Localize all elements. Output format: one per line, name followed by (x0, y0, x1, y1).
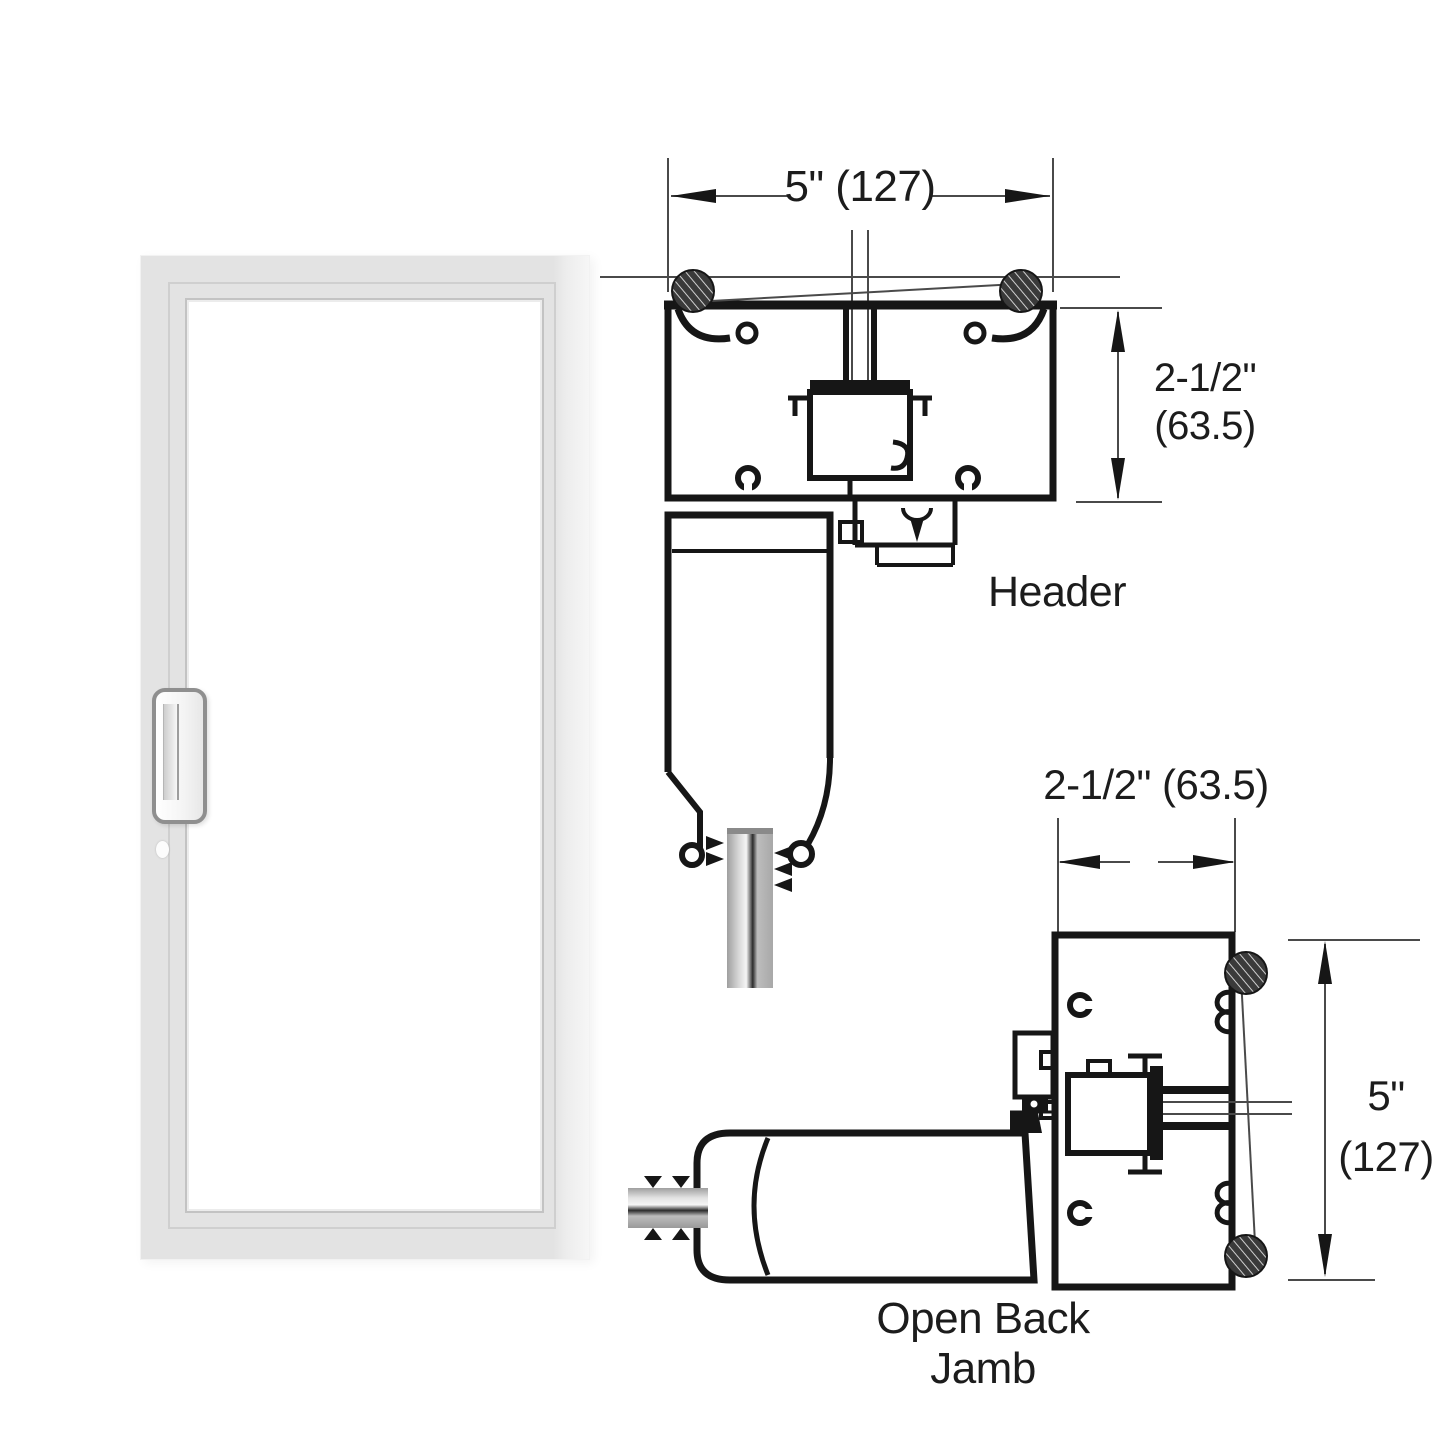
jamb-label: Open Back Jamb (876, 1294, 1090, 1393)
dim-arrow-right (1005, 189, 1050, 203)
gasket-seal (999, 269, 1043, 313)
door-product-image (140, 255, 590, 1260)
stile-jamb-connector (1010, 1030, 1056, 1133)
door-stile-tube (693, 1129, 1038, 1284)
header-profile-outline (664, 301, 1057, 502)
header-height-inches: 2-1/2" (1153, 356, 1257, 400)
header-label: Header (987, 568, 1127, 616)
jamb-height-inches: 5" (1367, 1072, 1405, 1119)
gasket-seal (1224, 951, 1268, 995)
glass-unit-horizontal (628, 1176, 708, 1240)
swing-arrow (910, 518, 924, 542)
door-leaf-top-rail (664, 511, 834, 892)
jamb-clamp-assembly (1065, 1053, 1292, 1175)
gasket-seal (1224, 1234, 1268, 1278)
lock-cylinder-dot (156, 841, 169, 858)
header-width-dimension: 5" (127) (784, 162, 936, 211)
jamb-width-dimension: 2-1/2" (63.5) (1043, 761, 1269, 808)
header-height-dimension: 2-1/2" (63.5) (1130, 354, 1280, 450)
handle-grip-bar (163, 704, 179, 800)
screw-boss (1067, 992, 1095, 1226)
screw-boss (735, 465, 981, 493)
jamb-height-dimension: 5" (127) (1328, 1066, 1444, 1188)
gasket-seal (671, 269, 715, 313)
door-pull-handle (152, 688, 207, 824)
header-height-mm: (63.5) (1154, 404, 1256, 448)
header-section-drawing (600, 158, 1162, 988)
jamb-section-drawing (628, 818, 1420, 1291)
door-stop-keeper (838, 498, 958, 567)
dim-arrow-left (671, 189, 716, 203)
jamb-height-mm: (127) (1338, 1132, 1434, 1180)
jamb-profile-outline (1051, 931, 1236, 1291)
door-glass-panel (185, 298, 544, 1213)
header-subframe (807, 389, 913, 481)
glass-unit-vertical (727, 828, 773, 988)
